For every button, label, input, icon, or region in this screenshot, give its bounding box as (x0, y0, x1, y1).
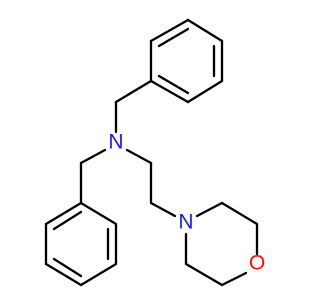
bond (149, 201, 177, 218)
morpholine-nitrogen-label: N (178, 211, 193, 234)
bond (79, 201, 118, 226)
bond (184, 262, 224, 287)
bond (44, 262, 83, 287)
upper-phenyl-ring (149, 18, 224, 104)
bond (149, 18, 190, 43)
bond (125, 148, 153, 165)
bond (186, 18, 224, 43)
bond (79, 148, 107, 165)
structural-formula: N N O (44, 18, 265, 287)
double-bond-inner (157, 27, 190, 48)
double-bond-inner (52, 210, 83, 231)
double-bond-inner (52, 257, 83, 278)
bond (220, 201, 259, 226)
bond (220, 271, 248, 287)
morpholine-ring (184, 201, 259, 287)
bond (79, 262, 118, 287)
morpholine-oxygen-label: O (249, 252, 265, 275)
bond (114, 79, 153, 104)
double-bond-inner (157, 74, 190, 95)
bond (44, 201, 83, 226)
bond (195, 201, 224, 218)
amine-nitrogen-label: N (108, 131, 123, 154)
bond (186, 79, 224, 104)
bond (149, 79, 190, 104)
lower-phenyl-ring (44, 201, 118, 287)
